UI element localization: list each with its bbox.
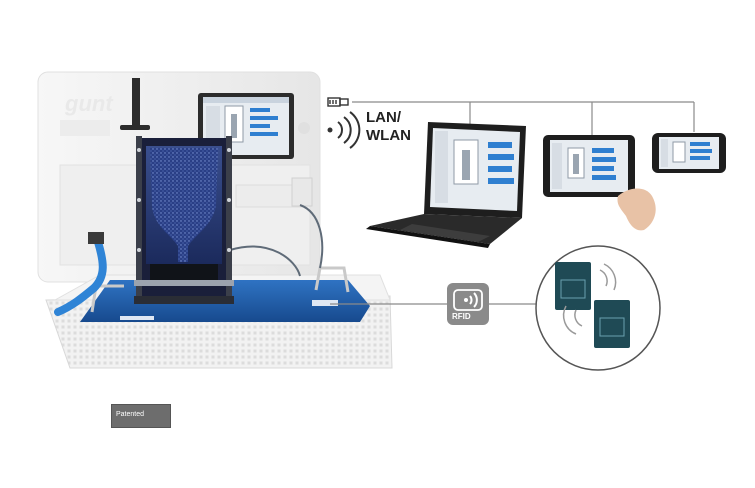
laptop-device <box>366 122 526 248</box>
patented-label: Patented <box>116 411 145 418</box>
hose-valve <box>88 232 104 244</box>
base-front-band <box>80 318 380 366</box>
side-socket <box>291 177 313 207</box>
patented-badge <box>111 404 171 428</box>
tablet-device <box>543 135 656 231</box>
control-knob <box>298 122 310 134</box>
gray-cable-right <box>299 204 324 269</box>
top-rod <box>132 78 140 130</box>
sediment-tank <box>134 136 234 304</box>
smartphone-device <box>652 133 726 173</box>
tray-sticker <box>312 300 338 306</box>
rfid-circle <box>535 245 661 371</box>
label-plate <box>60 120 110 136</box>
gray-cable <box>229 245 301 277</box>
rfid-tag-top <box>555 262 591 310</box>
right-handle <box>314 266 350 293</box>
lan-label-line1: LAN/ <box>366 109 401 126</box>
rod-clamp <box>120 125 150 130</box>
brand-logo: gunt <box>65 91 113 116</box>
rfid-icon <box>447 283 489 325</box>
tray-label <box>120 316 154 320</box>
hand <box>617 188 656 231</box>
connection-lines <box>330 101 695 305</box>
lan-wlan-label: LAN/ WLAN <box>366 109 411 145</box>
wifi-signal-icon <box>327 111 361 149</box>
ethernet-plug-icon <box>327 97 349 107</box>
unit-touchscreen <box>198 93 294 159</box>
rfid-label: RFID <box>452 312 471 321</box>
trainer-unit <box>37 71 393 369</box>
lan-label-line2: WLAN <box>366 127 411 144</box>
blue-hose <box>54 238 107 316</box>
rfid-tag-bottom <box>594 300 630 348</box>
